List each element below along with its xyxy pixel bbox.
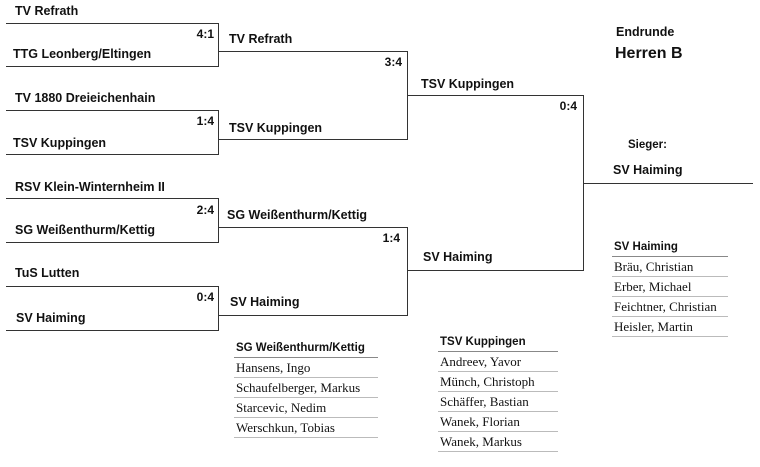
round-title: Endrunde bbox=[616, 25, 675, 39]
bracket-line bbox=[6, 198, 218, 199]
match-score: 2:4 bbox=[196, 203, 214, 217]
roster-title: SG Weißenthurm/Kettig bbox=[234, 340, 378, 358]
team-label: SV Haiming bbox=[230, 295, 300, 309]
match-score: 3:4 bbox=[384, 55, 402, 69]
roster-player: Starcevic, Nedim bbox=[234, 398, 378, 418]
roster-player: Werschkun, Tobias bbox=[234, 418, 378, 438]
category-title: Herren B bbox=[615, 45, 683, 62]
bracket-line bbox=[6, 154, 218, 155]
bracket-line bbox=[218, 198, 219, 243]
team-label: SV Haiming bbox=[423, 250, 493, 264]
bracket-line bbox=[407, 227, 408, 316]
match-score: 4:1 bbox=[196, 27, 214, 41]
team-label: SG Weißenthurm/Kettig bbox=[227, 208, 368, 222]
bracket-line bbox=[6, 66, 218, 67]
bracket-line bbox=[407, 95, 583, 96]
bracket-line bbox=[218, 51, 407, 52]
team-label: SV Haiming bbox=[16, 311, 86, 325]
team-label: TuS Lutten bbox=[15, 266, 80, 280]
team-label: TV Refrath bbox=[15, 4, 79, 18]
bracket-line bbox=[6, 286, 218, 287]
bracket-line bbox=[6, 110, 218, 111]
roster-player: Wanek, Markus bbox=[438, 432, 558, 452]
roster-sv-haiming: SV Haiming Bräu, Christian Erber, Michae… bbox=[612, 239, 728, 337]
bracket-line bbox=[6, 23, 218, 24]
roster-player: Schaufelberger, Markus bbox=[234, 378, 378, 398]
roster-player: Münch, Christoph bbox=[438, 372, 558, 392]
winner-label: Sieger: bbox=[628, 139, 667, 151]
roster-title: TSV Kuppingen bbox=[438, 334, 558, 352]
bracket-line bbox=[218, 110, 219, 155]
team-label: TV Refrath bbox=[229, 32, 293, 46]
winner-team: SV Haiming bbox=[613, 163, 683, 177]
roster-player: Heisler, Martin bbox=[612, 317, 728, 337]
team-label: TV 1880 Dreieichenhain bbox=[15, 91, 156, 105]
team-label: TSV Kuppingen bbox=[421, 77, 515, 91]
winner-line bbox=[583, 183, 753, 184]
roster-player: Hansens, Ingo bbox=[234, 358, 378, 378]
roster-player: Bräu, Christian bbox=[612, 257, 728, 277]
team-label: SG Weißenthurm/Kettig bbox=[15, 223, 156, 237]
roster-player: Wanek, Florian bbox=[438, 412, 558, 432]
team-label: TSV Kuppingen bbox=[229, 121, 323, 135]
roster-player: Andreev, Yavor bbox=[438, 352, 558, 372]
bracket-line bbox=[6, 242, 218, 243]
match-score: 0:4 bbox=[196, 290, 214, 304]
roster-player: Erber, Michael bbox=[612, 277, 728, 297]
roster-title: SV Haiming bbox=[612, 239, 728, 257]
bracket-line bbox=[6, 330, 218, 331]
bracket-line bbox=[218, 23, 219, 67]
roster-tsv-kuppingen: TSV Kuppingen Andreev, Yavor Münch, Chri… bbox=[438, 334, 558, 452]
roster-player: Feichtner, Christian bbox=[612, 297, 728, 317]
bracket-line bbox=[218, 286, 219, 331]
match-score: 1:4 bbox=[382, 231, 400, 245]
team-label: TSV Kuppingen bbox=[13, 136, 107, 150]
match-score: 0:4 bbox=[559, 99, 577, 113]
team-label: TTG Leonberg/Eltingen bbox=[13, 47, 152, 61]
match-score: 1:4 bbox=[196, 114, 214, 128]
bracket-line bbox=[218, 315, 407, 316]
roster-sg-weissenthurm: SG Weißenthurm/Kettig Hansens, Ingo Scha… bbox=[234, 340, 378, 438]
team-label: RSV Klein-Winternheim II bbox=[15, 180, 165, 194]
bracket-line bbox=[407, 270, 583, 271]
bracket-line bbox=[218, 227, 407, 228]
bracket-line bbox=[218, 139, 407, 140]
roster-player: Schäffer, Bastian bbox=[438, 392, 558, 412]
